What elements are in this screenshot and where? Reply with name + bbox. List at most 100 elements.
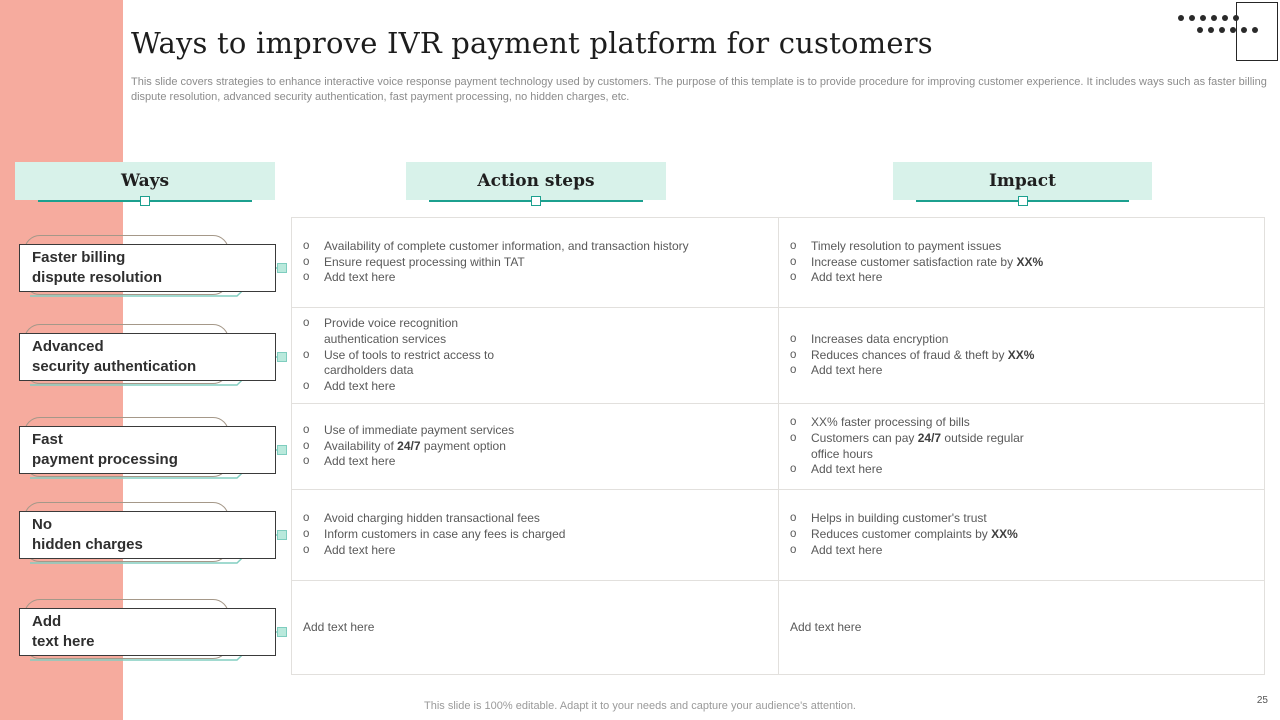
header-underline <box>916 195 1129 206</box>
connector-handle <box>277 627 287 637</box>
bullet-circle-icon: o <box>303 255 310 268</box>
bullet-text: Add text here <box>324 542 396 557</box>
logo-dot-icon <box>1233 15 1239 21</box>
logo-square-icon <box>1236 2 1278 61</box>
table-cell-action-steps: Add text here <box>292 581 779 674</box>
header-underline <box>38 195 252 206</box>
bullet-text: Availability of complete customer inform… <box>324 238 689 253</box>
bullet-text: Add text here <box>324 454 396 469</box>
table-row: o Avoid charging hidden transactional fee… <box>292 490 1264 581</box>
bullet-circle-icon: o <box>303 271 310 284</box>
bullet-text: Ensure request processing within TAT <box>324 254 525 269</box>
bullet-circle-icon: o <box>303 512 310 525</box>
placeholder-text: Add text here <box>790 619 862 634</box>
bullet-text: Reduces customer complaints by XX% <box>811 527 1018 542</box>
logo-dot-icon <box>1178 15 1184 21</box>
logo-dot-icon <box>1230 27 1236 33</box>
bullet-item: o Inform customers in case any fees is ch… <box>303 527 762 543</box>
logo-dot-icon <box>1252 27 1258 33</box>
bullet-circle-icon: o <box>303 528 310 541</box>
bullet-circle-icon: o <box>790 271 797 284</box>
bullet-circle-icon: o <box>790 528 797 541</box>
bullet-text: Timely resolution to payment issues <box>811 238 1002 253</box>
bullet-item: o Add text here <box>303 270 762 286</box>
logo-dot-icon <box>1222 15 1228 21</box>
bullet-text: XX% faster processing of bills <box>811 414 970 429</box>
column-header-ways: Ways <box>15 162 275 206</box>
bullet-circle-icon: o <box>790 348 797 361</box>
dots-logo-icon <box>1197 27 1258 33</box>
footer-note: This slide is 100% editable. Adapt it to… <box>424 700 856 712</box>
dots-logo-icon <box>1178 15 1239 21</box>
header-underline <box>429 195 643 206</box>
bullet-text: Increase customer satisfaction rate by X… <box>811 254 1044 269</box>
bullet-item: o Add text here <box>303 454 762 470</box>
table-cell-action-steps: o Avoid charging hidden transactional fee… <box>292 490 779 580</box>
bullet-circle-icon: o <box>790 463 797 476</box>
bullet-circle-icon: o <box>790 543 797 556</box>
logo-dot-icon <box>1189 15 1195 21</box>
bullet-text: Add text here <box>811 270 883 285</box>
column-header-impact-label: Impact <box>988 171 1057 191</box>
connector-handle <box>277 352 287 362</box>
bullet-text: Availability of 24/7 payment option <box>324 438 506 453</box>
bullet-circle-icon: o <box>303 380 310 393</box>
bullet-item: o Add text here <box>790 270 1248 286</box>
logo-dot-icon <box>1219 27 1225 33</box>
table-row: o Availability of complete customer infor… <box>292 218 1264 308</box>
bullet-circle-icon: o <box>790 431 797 444</box>
bullet-text: Inform customers in case any fees is cha… <box>324 527 566 542</box>
bullet-circle-icon: o <box>303 455 310 468</box>
bullet-circle-icon: o <box>303 423 310 436</box>
placeholder-text: Add text here <box>303 619 375 634</box>
bullet-item: o Ensure request processing within TAT <box>303 255 762 271</box>
underline-handle <box>531 195 541 206</box>
underline-handle <box>1017 195 1028 206</box>
bullet-text: Add text here <box>324 270 396 285</box>
logo-dot-icon <box>1197 27 1203 33</box>
page-number: 25 <box>1256 695 1268 706</box>
bullet-text: Add text here <box>811 542 883 557</box>
connector-handle <box>277 445 287 455</box>
column-header-impact: Impact <box>893 162 1152 206</box>
bullet-text: Avoid charging hidden transactional fees <box>324 511 540 526</box>
bullet-text: Add text here <box>811 462 883 477</box>
column-header-action-steps: Action steps <box>406 162 666 206</box>
bullet-item: o Add text here <box>303 543 762 559</box>
bullet-item: o Avoid charging hidden transactional fee… <box>303 511 762 527</box>
bullet-circle-icon: o <box>303 543 310 556</box>
action-impact-table: o Availability of complete customer infor… <box>291 217 1265 675</box>
table-row: Add text here Add text here <box>292 581 1264 674</box>
bullet-circle-icon: o <box>790 415 797 428</box>
table-cell-impact: Add text here <box>779 581 1264 674</box>
